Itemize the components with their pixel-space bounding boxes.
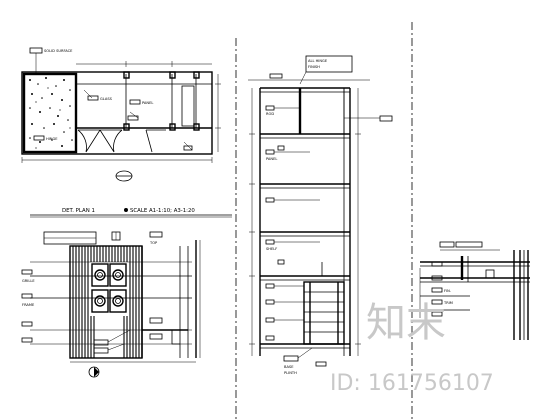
detail-elevation: GRILLE FRAME TOP bbox=[21, 231, 201, 378]
svg-text:GRILLE: GRILLE bbox=[22, 279, 35, 283]
plan-title-left: DET. PLAN 1 bbox=[62, 208, 95, 214]
svg-text:ROD: ROD bbox=[266, 112, 274, 116]
svg-text:PLINTH: PLINTH bbox=[284, 371, 297, 375]
svg-text:HINGE: HINGE bbox=[46, 137, 58, 141]
tall-elevation: ALL HINGE FINISH bbox=[248, 55, 393, 375]
watermark-logo: 知末 bbox=[366, 300, 446, 346]
title-marker bbox=[124, 208, 128, 212]
svg-text:FIN.: FIN. bbox=[444, 289, 451, 293]
sheet-dividers bbox=[235, 22, 413, 420]
svg-text:FINISH: FINISH bbox=[308, 65, 320, 69]
svg-text:SHELF: SHELF bbox=[266, 247, 277, 251]
svg-text:TRIM: TRIM bbox=[443, 301, 453, 305]
svg-text:GLASS: GLASS bbox=[100, 97, 113, 101]
stone-hatch bbox=[29, 77, 73, 149]
watermark: 知末 ID: 161756107 bbox=[330, 300, 494, 396]
stone-block bbox=[22, 72, 78, 154]
svg-text:BASE: BASE bbox=[284, 365, 294, 369]
plan-title: DET. PLAN 1 SCALE A1-1:10; A3-1:20 bbox=[30, 208, 232, 218]
svg-text:TOP: TOP bbox=[149, 241, 158, 245]
slat-hatch bbox=[72, 246, 140, 358]
svg-text:SOLID SURFACE: SOLID SURFACE bbox=[44, 49, 73, 53]
svg-text:ALL HINGE: ALL HINGE bbox=[308, 59, 328, 63]
svg-text:PANEL: PANEL bbox=[142, 101, 153, 105]
plan-view-1: SOLID SURFACE HINGE GLASS PANEL bbox=[21, 47, 221, 182]
watermark-id: ID: 161756107 bbox=[330, 371, 494, 396]
grille-squares bbox=[91, 263, 127, 313]
plan-title-right: SCALE A1-1:10; A3-1:20 bbox=[130, 208, 195, 214]
section-detail: FIN. TRIM bbox=[419, 241, 530, 340]
svg-text:PANEL: PANEL bbox=[266, 157, 277, 161]
svg-text:FRAME: FRAME bbox=[22, 303, 35, 307]
